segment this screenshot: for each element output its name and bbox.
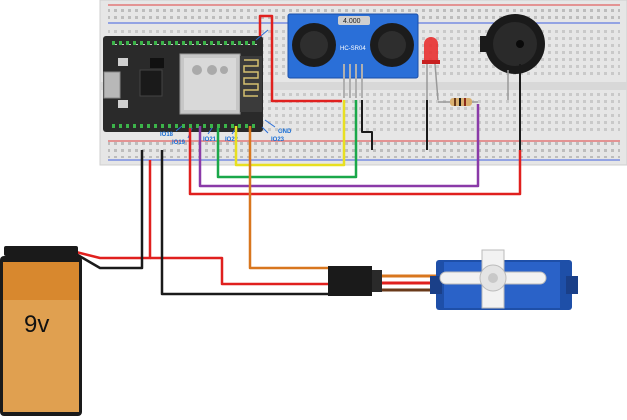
pin-labels: IO18 IO19 IO21 IO22 IO23 GND bbox=[160, 29, 292, 146]
pin-label-io23: IO23 bbox=[271, 137, 285, 143]
wire-battery-red bbox=[75, 160, 152, 260]
pin-label-gnd: GND bbox=[278, 129, 292, 135]
wire-red-servo bbox=[150, 256, 330, 286]
wire-orange-signal bbox=[248, 126, 330, 270]
esp32-board bbox=[103, 36, 263, 132]
wire-black-servo bbox=[160, 150, 330, 296]
sensor-name-label: HC-SR04 bbox=[340, 46, 366, 52]
wire-yellow bbox=[234, 100, 346, 167]
piezo-buzzer bbox=[480, 14, 545, 100]
servo-connector bbox=[328, 266, 382, 296]
sensor-top-label: 4.000 bbox=[343, 18, 361, 25]
resistor bbox=[438, 98, 478, 106]
wire-black-gnd bbox=[361, 100, 373, 150]
battery-9v: 9v bbox=[0, 246, 82, 416]
wire-purple bbox=[198, 104, 480, 188]
wire-red-vcc bbox=[258, 14, 342, 103]
wire-green bbox=[216, 100, 358, 179]
pin-label-io22: IO22 bbox=[225, 137, 239, 143]
servo-motor bbox=[430, 249, 578, 310]
pin-label-io19: IO19 bbox=[172, 140, 186, 146]
red-led bbox=[422, 37, 440, 101]
wire-battery-black bbox=[75, 150, 144, 270]
pin-label-io21: IO21 bbox=[203, 137, 217, 143]
battery-label: 9v bbox=[24, 311, 49, 338]
ultrasonic-sensor: 4.000 HC-SR04 bbox=[287, 13, 419, 98]
pin-label-io18: IO18 bbox=[160, 132, 174, 138]
wire-red-buzzer bbox=[188, 128, 522, 196]
